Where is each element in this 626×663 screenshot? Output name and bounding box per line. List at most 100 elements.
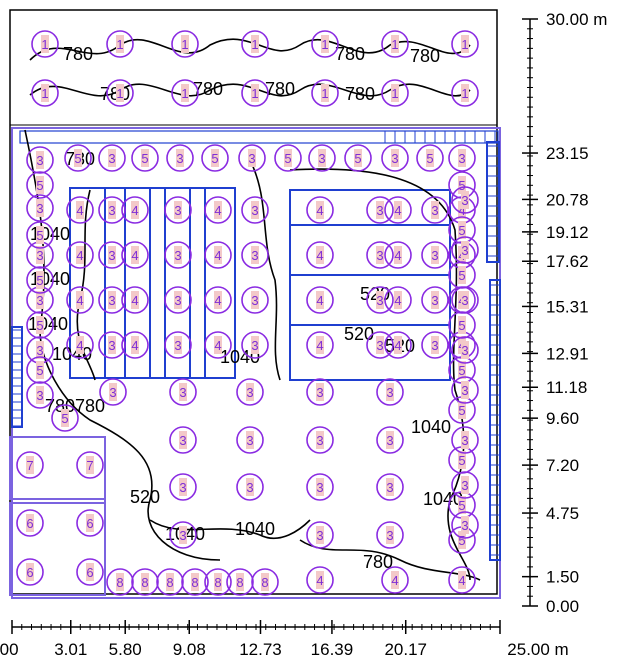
luminaire-type-4: 4 — [66, 286, 94, 314]
luminaire-type-3: 3 — [236, 426, 264, 454]
svg-text:3: 3 — [179, 480, 186, 495]
svg-text:3: 3 — [461, 193, 468, 208]
svg-text:5: 5 — [458, 533, 465, 548]
svg-text:3: 3 — [179, 385, 186, 400]
x-tick-label: 5.80 — [109, 640, 142, 659]
luminaire-type-3: 3 — [451, 511, 479, 539]
svg-text:4: 4 — [458, 573, 465, 588]
luminaire-type-1: 1 — [451, 30, 479, 58]
desk-group — [11, 141, 501, 561]
luminaire-type-1: 1 — [241, 30, 269, 58]
svg-text:3: 3 — [174, 203, 181, 218]
luminaire-type-5: 5 — [416, 144, 444, 172]
luminaire-type-7: 7 — [16, 451, 44, 479]
svg-text:7: 7 — [26, 458, 33, 473]
luminaire-type-3: 3 — [98, 196, 126, 224]
y-tick-label: 11.18 — [546, 378, 587, 397]
svg-text:6: 6 — [86, 516, 93, 531]
luminaire-type-3: 3 — [451, 426, 479, 454]
svg-text:3: 3 — [174, 338, 181, 353]
svg-text:4: 4 — [316, 573, 323, 588]
svg-text:4: 4 — [458, 203, 465, 218]
isoline-label: 520 — [344, 324, 374, 344]
luminaire-type-3: 3 — [421, 331, 449, 359]
isoline-label: 1040 — [423, 489, 463, 509]
luminaire-type-5: 5 — [26, 221, 54, 249]
svg-text:5: 5 — [36, 178, 43, 193]
luminaire-type-4: 4 — [204, 286, 232, 314]
svg-text:3: 3 — [461, 293, 468, 308]
luminaire-type-3: 3 — [366, 196, 394, 224]
y-tick-label: 4.75 — [546, 504, 579, 523]
luminaire-type-3: 3 — [241, 331, 269, 359]
y-tick-label: 12.91 — [546, 344, 589, 363]
svg-text:4: 4 — [131, 203, 138, 218]
svg-text:4: 4 — [76, 293, 83, 308]
luminaire-type-3: 3 — [306, 521, 334, 549]
luminaire-type-4: 4 — [204, 241, 232, 269]
svg-text:3: 3 — [36, 343, 43, 358]
svg-text:3: 3 — [316, 480, 323, 495]
luminaire-type-8: 8 — [204, 568, 232, 596]
luminaire-type-3: 3 — [306, 426, 334, 454]
luminaire-type-3: 3 — [448, 144, 476, 172]
svg-text:3: 3 — [376, 248, 383, 263]
svg-text:8: 8 — [141, 575, 148, 590]
luminaire-type-3: 3 — [421, 286, 449, 314]
svg-text:5: 5 — [141, 151, 148, 166]
luminaire-type-8: 8 — [131, 568, 159, 596]
luminaire-type-3: 3 — [169, 378, 197, 406]
svg-text:1: 1 — [116, 37, 123, 52]
svg-text:3: 3 — [36, 201, 43, 216]
svg-text:1: 1 — [181, 86, 188, 101]
luminaire-type-1: 1 — [31, 79, 59, 107]
luminaire-type-4: 4 — [384, 331, 412, 359]
luminaire-type-4: 4 — [381, 566, 409, 594]
x-tick-label: 20.17 — [384, 640, 427, 659]
luminaire-type-3: 3 — [241, 241, 269, 269]
luminaire-type-4: 4 — [121, 241, 149, 269]
svg-text:3: 3 — [461, 433, 468, 448]
luminaire-type-6: 6 — [76, 558, 104, 586]
luminaire-type-3: 3 — [451, 286, 479, 314]
luminaire-type-4: 4 — [384, 241, 412, 269]
luminaire-type-1: 1 — [311, 79, 339, 107]
luminaire-type-4: 4 — [204, 196, 232, 224]
svg-text:1: 1 — [116, 86, 123, 101]
svg-text:4: 4 — [214, 338, 221, 353]
svg-text:4: 4 — [131, 338, 138, 353]
svg-text:3: 3 — [376, 293, 383, 308]
svg-text:4: 4 — [394, 293, 401, 308]
svg-text:7: 7 — [86, 458, 93, 473]
luminaire-type-8: 8 — [251, 568, 279, 596]
shelf-stripes — [384, 131, 496, 143]
svg-text:3: 3 — [461, 518, 468, 533]
luminaire-type-8: 8 — [156, 568, 184, 596]
svg-text:6: 6 — [26, 565, 33, 580]
luminaire-type-5: 5 — [201, 144, 229, 172]
luminaire-type-4: 4 — [121, 286, 149, 314]
luminaire-type-3: 3 — [169, 473, 197, 501]
isoline-label: 780 — [265, 79, 295, 99]
isoline-label: 520 — [130, 487, 160, 507]
luminaire-type-3: 3 — [306, 378, 334, 406]
luminaire-type-5: 5 — [344, 144, 372, 172]
luminaire-type-3: 3 — [164, 241, 192, 269]
luminaire-type-5: 5 — [51, 404, 79, 432]
svg-text:4: 4 — [394, 338, 401, 353]
luminaire-type-3: 3 — [166, 144, 194, 172]
svg-text:3: 3 — [108, 338, 115, 353]
luminaire-type-3: 3 — [366, 286, 394, 314]
svg-text:1: 1 — [251, 37, 258, 52]
isoline-label: 780 — [410, 46, 440, 66]
svg-text:6: 6 — [26, 516, 33, 531]
luminaire-type-3: 3 — [451, 376, 479, 404]
luminaire-type-6: 6 — [16, 509, 44, 537]
svg-text:5: 5 — [36, 363, 43, 378]
svg-text:5: 5 — [458, 318, 465, 333]
luminaire-type-3: 3 — [376, 378, 404, 406]
luminaire-type-3: 3 — [98, 286, 126, 314]
svg-text:3: 3 — [386, 528, 393, 543]
isoline-label: 1040 — [220, 347, 260, 367]
